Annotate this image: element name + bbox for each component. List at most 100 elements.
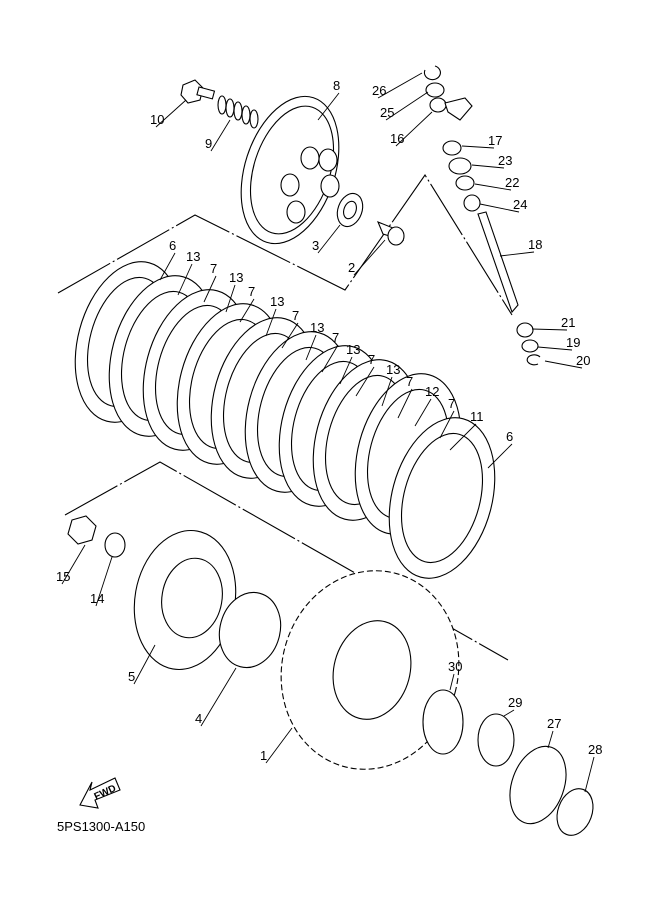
clutch-plate xyxy=(388,417,496,579)
leader-line-c22 xyxy=(474,183,512,191)
leader-line-c23 xyxy=(471,164,505,169)
leader-line-c15 xyxy=(61,544,86,585)
part-washer-28 xyxy=(556,788,594,836)
callout-c6b: 6 xyxy=(506,429,513,444)
callout-c7f: 7 xyxy=(406,374,413,389)
callout-c28: 28 xyxy=(588,742,602,757)
leader-line-c5 xyxy=(133,644,156,685)
callout-c7b: 7 xyxy=(248,284,255,299)
leader-line-c13a xyxy=(177,263,193,296)
callout-c14: 14 xyxy=(90,591,104,606)
part-washer-25 xyxy=(425,82,445,98)
callout-c19: 19 xyxy=(566,335,580,350)
callout-c15: 15 xyxy=(56,569,70,584)
part-primary-driven-gear-1 xyxy=(280,570,460,770)
callout-c3: 3 xyxy=(312,238,319,253)
leader-line-c7a xyxy=(203,275,217,303)
leader-line-c19 xyxy=(537,346,573,351)
callout-c7c: 7 xyxy=(292,308,299,323)
part-needle-bearing-30 xyxy=(422,689,464,755)
leader-line-c13e xyxy=(339,356,353,385)
leader-line-c7e xyxy=(355,366,375,397)
leader-line-c24 xyxy=(479,203,520,213)
callout-c27: 27 xyxy=(547,716,561,731)
leader-line-c20 xyxy=(544,360,583,369)
part-lock-washer-14 xyxy=(104,532,126,558)
callout-c21: 21 xyxy=(561,315,575,330)
callout-c13f: 13 xyxy=(386,362,400,377)
callout-c7d: 7 xyxy=(332,330,339,345)
leader-line-c1 xyxy=(265,727,293,764)
leader-line-c13c xyxy=(265,308,277,337)
leader-line-c26 xyxy=(377,72,423,99)
part-clutch-boss-5 xyxy=(133,529,237,671)
callout-c30: 30 xyxy=(448,659,462,674)
leader-line-c11 xyxy=(449,423,477,451)
callout-c13b: 13 xyxy=(229,270,243,285)
leader-line-c13f xyxy=(381,376,393,407)
leader-line-c13b xyxy=(225,284,236,313)
part-thrust-plate-4 xyxy=(218,591,282,669)
part-clutch-spring xyxy=(217,95,259,129)
leader-line-c6b xyxy=(487,443,513,469)
callout-c1: 1 xyxy=(260,748,267,763)
leader-line-c7b xyxy=(239,298,255,323)
callout-c9: 9 xyxy=(205,136,212,151)
part-bearing-24 xyxy=(463,194,481,212)
leader-line-c14 xyxy=(95,556,113,607)
clutch-plate-inner-ring xyxy=(400,432,484,564)
part-torsion-spring-17 xyxy=(442,140,462,156)
callout-c11: 11 xyxy=(470,409,484,424)
part-bolt xyxy=(180,79,216,104)
leader-line-c17 xyxy=(461,145,495,149)
part-push-lever-16 xyxy=(429,97,473,121)
callout-c13c: 13 xyxy=(270,294,284,309)
leader-line-c30 xyxy=(449,673,455,691)
callout-c5: 5 xyxy=(128,669,135,684)
leader-line-c13d xyxy=(305,334,317,361)
leader-line-c12 xyxy=(414,398,432,427)
callout-c25: 25 xyxy=(380,105,394,120)
callout-c4: 4 xyxy=(195,711,202,726)
part-bearing-29 xyxy=(477,713,515,767)
callout-c12: 12 xyxy=(425,384,439,399)
fwd-arrow-icon: FWD xyxy=(79,777,121,809)
leader-line-c4 xyxy=(200,667,237,727)
leader-line-c10 xyxy=(155,99,187,128)
callout-c23: 23 xyxy=(498,153,512,168)
part-washer-19 xyxy=(521,339,539,353)
callout-c17: 17 xyxy=(488,133,502,148)
leader-line-c8 xyxy=(317,92,340,121)
leader-line-c9 xyxy=(210,119,231,152)
callout-c22: 22 xyxy=(505,175,519,190)
callout-c10: 10 xyxy=(150,112,164,127)
drawing-code: 5PS1300-A150 xyxy=(57,819,145,834)
leader-line-c7d xyxy=(321,344,339,373)
leader-line-c27 xyxy=(547,730,554,749)
callout-c13a: 13 xyxy=(186,249,200,264)
leader-line-c18 xyxy=(499,251,535,257)
callout-c26: 26 xyxy=(372,83,386,98)
part-oil-seal-22 xyxy=(455,175,475,191)
clutch-plate-stack xyxy=(74,261,496,579)
callout-c13d: 13 xyxy=(310,320,324,335)
callout-c24: 24 xyxy=(513,197,527,212)
callout-c20: 20 xyxy=(576,353,590,368)
callout-c7g: 7 xyxy=(448,396,455,411)
group-frame-pressure-plate xyxy=(57,173,513,316)
part-push-rod xyxy=(376,221,405,246)
leader-line-c3 xyxy=(317,224,341,254)
callout-c7a: 7 xyxy=(210,261,217,276)
callout-c29: 29 xyxy=(508,695,522,710)
part-circlip-20 xyxy=(526,354,541,366)
leader-line-c2 xyxy=(353,239,386,276)
leader-line-c6a xyxy=(159,252,176,281)
leader-line-c21 xyxy=(531,328,568,331)
part-washer-23 xyxy=(448,157,472,175)
leader-line-c25 xyxy=(385,91,429,121)
part-circlip-26 xyxy=(423,65,441,81)
part-bearing-3 xyxy=(336,192,364,228)
part-thrust-washer-27 xyxy=(509,745,567,825)
